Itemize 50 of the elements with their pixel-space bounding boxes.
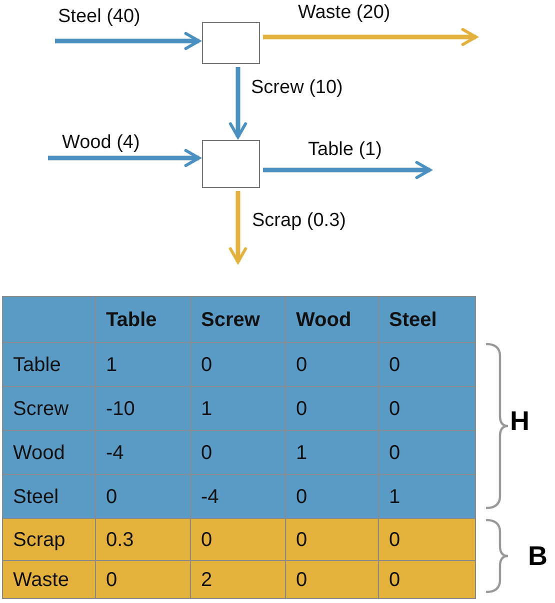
table-cell: 1: [378, 474, 476, 519]
table-cell: Steel: [2, 474, 96, 519]
table-cell: 0: [95, 474, 191, 519]
arrow: [263, 160, 432, 180]
table-cell: 0.3: [95, 518, 191, 561]
table-cell: 0: [95, 560, 191, 599]
brace-label: H: [510, 406, 530, 436]
table-cell: 1: [285, 430, 379, 475]
edge-label: Steel (40): [58, 6, 140, 28]
table-cell: 0: [378, 386, 476, 431]
table-cell: 0: [378, 560, 476, 599]
column-header: Wood: [285, 296, 379, 343]
table-cell: 0: [285, 474, 379, 519]
table-cell: Table: [2, 342, 96, 387]
edge-label: Wood (4): [62, 132, 140, 154]
table-cell: 0: [190, 518, 286, 561]
edge-label: Screw (10): [251, 77, 343, 99]
edge-label: Waste (20): [298, 2, 390, 24]
process-box: [202, 140, 260, 188]
column-header: Screw: [190, 296, 286, 343]
process-box: [202, 22, 260, 64]
table-cell: 0: [190, 342, 286, 387]
arrow: [228, 191, 248, 264]
table-cell: Waste: [2, 560, 96, 599]
table-cell: 0: [285, 560, 379, 599]
table-cell: 0: [378, 430, 476, 475]
table-cell: -4: [190, 474, 286, 519]
table-cell: 1: [190, 386, 286, 431]
table-cell: 0: [190, 430, 286, 475]
table-cell: Wood: [2, 430, 96, 475]
table-cell: 0: [378, 518, 476, 561]
table-cell: Scrap: [2, 518, 96, 561]
arrow: [55, 32, 200, 50]
arrow: [228, 67, 248, 138]
brace-label: B: [528, 541, 548, 571]
arrow: [263, 28, 478, 46]
table-cell: Screw: [2, 386, 96, 431]
table-cell: -10: [95, 386, 191, 431]
edge-label: Scrap (0.3): [252, 210, 346, 232]
arrow: [48, 148, 200, 168]
column-header: Steel: [378, 296, 476, 343]
table-cell: 1: [95, 342, 191, 387]
table-cell: -4: [95, 430, 191, 475]
table-cell: 2: [190, 560, 286, 599]
table-cell: 0: [378, 342, 476, 387]
table-cell: 0: [285, 518, 379, 561]
table-cell: 0: [285, 342, 379, 387]
column-header: Table: [95, 296, 191, 343]
table-cell: 0: [285, 386, 379, 431]
edge-label: Table (1): [308, 139, 382, 161]
